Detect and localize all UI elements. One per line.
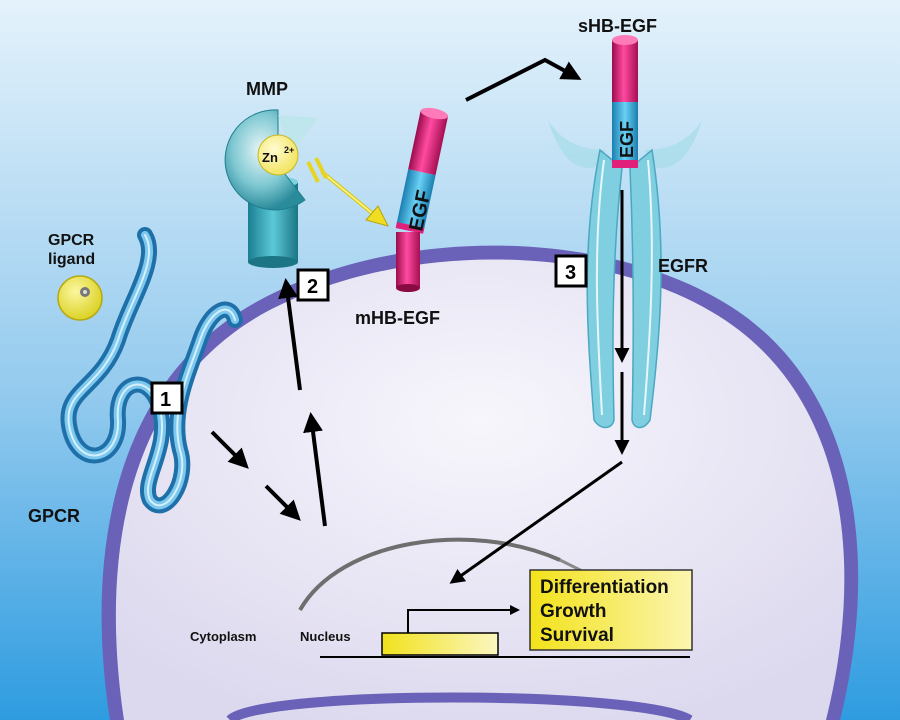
cytoplasm-label: Cytoplasm xyxy=(190,629,256,644)
gpcr-ligand-label-line2: ligand xyxy=(48,251,95,268)
nuclear-envelope xyxy=(298,537,561,611)
nucleus-label: Nucleus xyxy=(300,629,351,644)
gpcr-ligand xyxy=(57,275,103,321)
signal-arrow-1a xyxy=(210,430,249,469)
egfr-receptor xyxy=(548,120,702,429)
shb-egf xyxy=(612,35,638,168)
gpcr-ligand-label-line1: GPCR xyxy=(48,232,95,249)
gene-box xyxy=(381,632,499,656)
outcome-box xyxy=(529,569,693,651)
step-2-box xyxy=(296,268,330,302)
step-3-label: 3 xyxy=(565,262,576,284)
step-3-box xyxy=(554,254,588,288)
zinc-ion xyxy=(257,134,299,176)
step-1-box xyxy=(150,381,184,415)
outcome-survival: Survival xyxy=(540,625,614,646)
cleavage-arrow xyxy=(306,157,389,227)
nuclear-signal-arrow xyxy=(449,460,623,584)
mhb-egf xyxy=(395,107,449,292)
zinc-charge-label: 2+ xyxy=(284,145,294,155)
egfr-label: EGFR xyxy=(658,256,708,276)
mmp-label: MMP xyxy=(246,79,288,99)
zinc-label: Zn xyxy=(262,150,278,165)
signal-arrow-1b xyxy=(264,484,301,521)
transcription-arrow xyxy=(407,605,520,633)
signal-arrow-2a xyxy=(303,412,327,527)
shb-egf-label: sHB-EGF xyxy=(578,16,657,36)
mhb-egf-label: mHB-EGF xyxy=(355,308,440,328)
outcome-growth: Growth xyxy=(540,601,607,622)
step-2-label: 2 xyxy=(307,276,318,298)
step-1-label: 1 xyxy=(160,389,171,411)
mmp-enzyme xyxy=(224,109,318,268)
egf-soluble-label: EGF xyxy=(617,121,637,158)
signal-arrow-2b xyxy=(278,278,302,391)
release-arrow xyxy=(465,57,582,102)
outcome-differentiation: Differentiation xyxy=(540,577,669,598)
gpcr-label: GPCR xyxy=(28,506,80,526)
cell-membrane-lower xyxy=(226,692,693,720)
